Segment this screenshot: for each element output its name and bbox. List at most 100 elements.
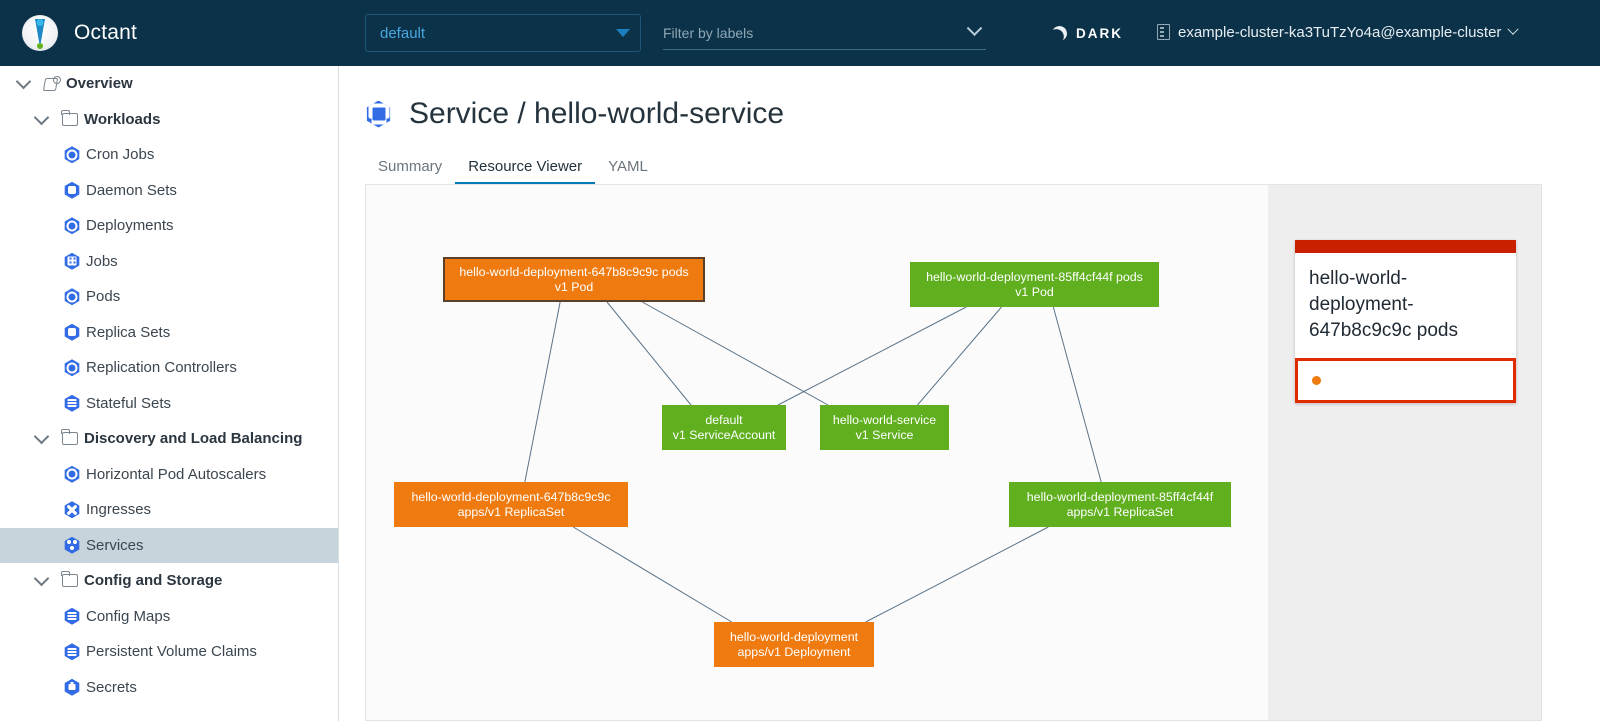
app-header: Octant default Filter by labels DARK exa… <box>0 0 1600 66</box>
sidebar-item-config-maps[interactable]: Config Maps <box>0 599 338 635</box>
chevron-down-icon[interactable] <box>8 73 38 90</box>
tab-bar: Summary Resource Viewer YAML <box>365 153 1542 185</box>
pod-icon <box>58 288 86 306</box>
sidebar-item-config-and-storage[interactable]: Config and Storage <box>0 563 338 599</box>
graph-node-kind: v1 Pod <box>1015 284 1054 299</box>
graph-node-name: hello-world-deployment-85ff4cf44f <box>1026 489 1214 504</box>
sidebar-item-persistent-volume-claims[interactable]: Persistent Volume Claims <box>0 634 338 670</box>
graph-node-kind: v1 ServiceAccount <box>672 427 776 442</box>
ingress-icon <box>58 501 86 519</box>
cluster-name: example-cluster-ka3TuTzYo4a@example-clus… <box>1178 23 1502 41</box>
sidebar-item-label: Replication Controllers <box>86 359 237 377</box>
sidebar-item-pods[interactable]: Pods <box>0 279 338 315</box>
sidebar-item-label: Replica Sets <box>86 323 171 341</box>
graph-node-kind: apps/v1 Deployment <box>737 644 851 659</box>
sidebar-item-jobs[interactable]: Jobs <box>0 244 338 280</box>
chevron-down-icon <box>1507 23 1520 35</box>
sidebar-item-ingresses[interactable]: Ingresses <box>0 492 338 528</box>
graph-edge <box>573 526 732 623</box>
chevron-down-icon <box>966 20 983 37</box>
graph-edge <box>917 306 1002 406</box>
tab-resource-viewer[interactable]: Resource Viewer <box>455 158 596 185</box>
hpa-icon <box>58 465 86 483</box>
sidebar-item-cron-jobs[interactable]: Cron Jobs <box>0 137 338 173</box>
graph-node-kind: apps/v1 ReplicaSet <box>457 504 565 519</box>
moon-icon <box>1050 24 1069 43</box>
sidebar-item-label: Overview <box>66 75 133 93</box>
sidebar-item-stateful-sets[interactable]: Stateful Sets <box>0 386 338 422</box>
graph-node-kind: apps/v1 ReplicaSet <box>1066 504 1174 519</box>
graph-node-name: hello-world-deployment-647b8c9c9c pods <box>459 264 689 279</box>
secret-icon <box>58 678 86 696</box>
sidebar-item-horizontal-pod-autoscalers[interactable]: Horizontal Pod Autoscalers <box>0 457 338 493</box>
graph-edge <box>606 301 692 406</box>
replication-controller-icon <box>58 359 86 377</box>
replicaset-icon <box>58 323 86 341</box>
graph-edge <box>524 301 561 483</box>
sidebar-item-label: Jobs <box>86 252 118 270</box>
node-detail-panel: hello-world-deployment-647b8c9c9c pods <box>1268 184 1542 721</box>
configmap-icon <box>58 607 86 625</box>
cluster-selector[interactable]: example-cluster-ka3TuTzYo4a@example-clus… <box>1157 18 1520 46</box>
node-detail-card[interactable]: hello-world-deployment-647b8c9c9c pods <box>1295 240 1516 403</box>
sidebar-item-deployments[interactable]: Deployments <box>0 208 338 244</box>
brand-name: Octant <box>74 21 138 44</box>
chevron-down-icon[interactable] <box>26 570 56 587</box>
daemonset-icon <box>58 181 86 199</box>
page-title-text: Service / hello-world-service <box>409 97 785 130</box>
pvc-icon <box>58 643 86 661</box>
sidebar-item-label: Config Maps <box>86 607 171 625</box>
graph-edge <box>777 306 967 406</box>
graph-node-name: hello-world-deployment <box>729 629 859 644</box>
graph-node-name: hello-world-service <box>832 412 937 427</box>
sidebar-item-replica-sets[interactable]: Replica Sets <box>0 315 338 351</box>
sidebar-item-services[interactable]: Services <box>0 527 338 563</box>
sidebar-item-replication-controllers[interactable]: Replication Controllers <box>0 350 338 386</box>
graph-node-name: hello-world-deployment-647b8c9c9c <box>411 489 611 504</box>
status-dot-icon <box>1312 376 1321 385</box>
tab-yaml[interactable]: YAML <box>608 158 648 175</box>
label-filter-input[interactable]: Filter by labels <box>663 16 986 50</box>
cronjob-icon <box>58 146 86 164</box>
overview-icon <box>38 76 66 91</box>
sidebar-item-overview[interactable]: Overview <box>0 66 338 102</box>
job-icon <box>58 252 86 270</box>
graph-edge <box>865 526 1049 623</box>
sidebar-item-label: Horizontal Pod Autoscalers <box>86 465 267 483</box>
folder-icon <box>56 109 84 126</box>
sidebar-item-label: Pods <box>86 288 121 306</box>
octant-logo-icon <box>22 15 58 51</box>
dark-mode-toggle[interactable]: DARK <box>1052 20 1123 46</box>
folder-icon <box>56 571 84 588</box>
namespace-selector[interactable]: default <box>365 14 641 52</box>
tab-summary[interactable]: Summary <box>378 158 443 175</box>
chevron-down-icon[interactable] <box>26 428 56 445</box>
sidebar-item-daemon-sets[interactable]: Daemon Sets <box>0 173 338 209</box>
sidebar-item-label: Workloads <box>84 110 161 128</box>
sidebar-item-workloads[interactable]: Workloads <box>0 102 338 138</box>
kubernetes-service-icon <box>366 100 391 128</box>
sidebar-item-discovery-and-load-balancing[interactable]: Discovery and Load Balancing <box>0 421 338 457</box>
sidebar-item-label: Daemon Sets <box>86 181 177 199</box>
brand: Octant <box>0 15 345 51</box>
sidebar-item-label: Cron Jobs <box>86 146 155 164</box>
sidebar-item-label: Secrets <box>86 678 137 696</box>
sidebar-item-secrets[interactable]: Secrets <box>0 670 338 706</box>
dark-mode-label: DARK <box>1076 25 1123 41</box>
folder-icon <box>56 429 84 446</box>
graph-node-kind: v1 Service <box>855 427 914 442</box>
sidebar-item-label: Stateful Sets <box>86 394 172 412</box>
graph-edges <box>524 301 1102 623</box>
graph-node-kind: v1 Pod <box>554 279 594 294</box>
chevron-down-icon[interactable] <box>26 109 56 126</box>
